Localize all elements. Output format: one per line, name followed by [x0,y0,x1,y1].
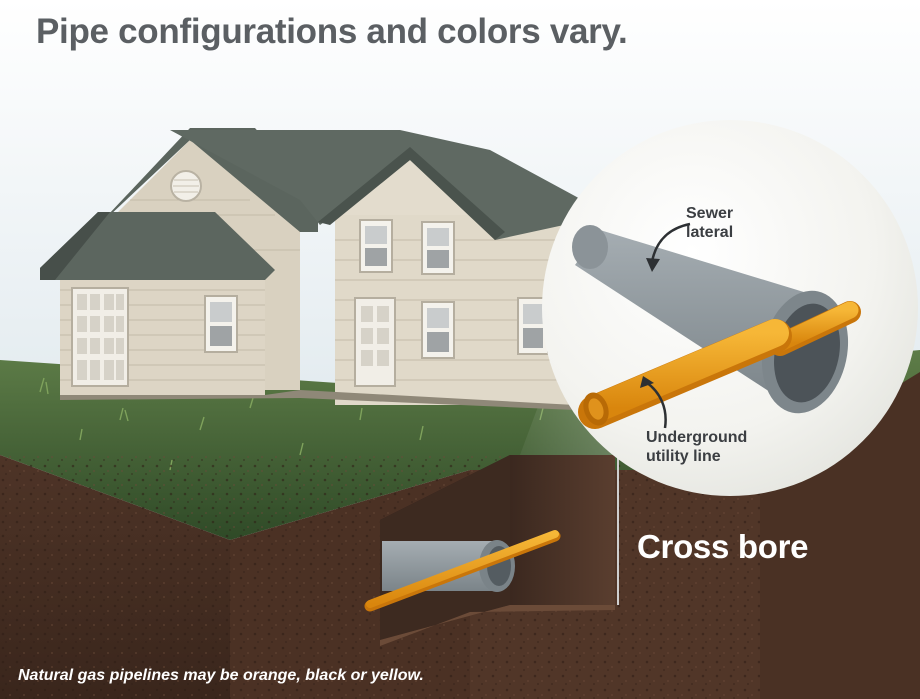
utility-line-label: Underground utility line [646,429,748,465]
cross-bore-label: Cross bore [637,528,809,565]
headline: Pipe configurations and colors vary. [36,12,628,51]
attic-vent-slats [173,179,199,193]
trench-back-wall [510,455,615,605]
house-garage-roof [40,212,275,280]
house-upper-roof [170,130,610,240]
trench-gas-line [366,530,559,608]
garage-door-panes [77,294,124,380]
gas-line-front [584,319,789,422]
house-right-roof-edge [318,147,505,240]
house-garage-roof-edge [40,212,110,280]
footnote: Natural gas pipelines may be orange, bla… [18,667,424,684]
trench-floor-edge [380,605,615,646]
curved-arrow-icon [646,258,660,272]
curved-arrow-icon [645,380,667,429]
magnifier-bubble [542,120,918,496]
front-door-panes [361,306,389,366]
sewer-pipe-back-end [572,225,608,269]
house-foundation [60,390,575,410]
trench [364,455,615,646]
curved-arrow-icon [640,376,654,388]
sewer-lateral-label: Sewer lateral [686,205,734,241]
house-illustration [40,128,610,410]
curved-arrow-icon [650,222,691,263]
gas-line-end-inner [588,398,604,420]
